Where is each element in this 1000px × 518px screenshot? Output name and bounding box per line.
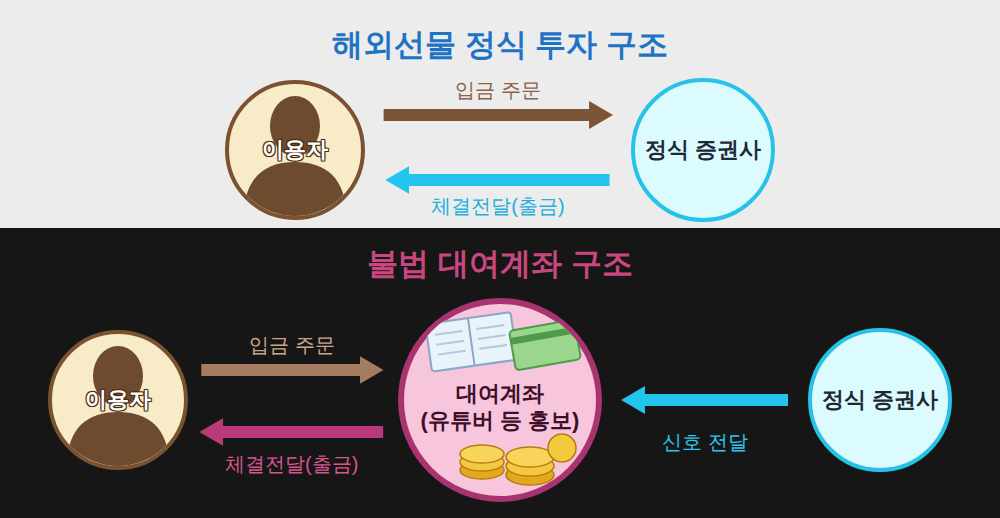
flow-arrow <box>222 426 383 438</box>
node-text: 이용자 <box>85 386 151 414</box>
circle-shape <box>401 301 599 499</box>
heading-text: 해외선물 정식 투자 구조 <box>332 27 668 62</box>
circle-node: 정식 증권사 <box>808 328 952 472</box>
flow-arrow <box>384 109 590 121</box>
circle-node: 정식 증권사 <box>631 78 775 222</box>
circle-node: 대여계좌(유튜버 등 홍보) <box>398 298 602 502</box>
node-text: 이용자 <box>262 136 328 164</box>
circle-shape <box>633 80 773 220</box>
edge-label: 입금 주문 <box>249 334 335 356</box>
person-silhouette <box>243 96 347 222</box>
circle-shape <box>227 82 363 218</box>
flow-arrow <box>201 364 360 376</box>
edge-label-box: 입금 주문 <box>249 332 335 359</box>
person-silhouette <box>66 346 170 472</box>
edge-label-box: 신호 전달 <box>662 429 748 456</box>
node-text: 대여계좌 <box>456 380 544 408</box>
ledger-and-coins <box>425 312 581 485</box>
edge-label: 체결전달(출금) <box>431 195 564 217</box>
circle-node: 이용자 <box>225 80 365 220</box>
edge-label-box: 체결전달(출금) <box>225 451 358 478</box>
circle-shape <box>810 330 950 470</box>
section-heading: 불법 대여계좌 구조 <box>0 243 1000 285</box>
edge-label: 신호 전달 <box>662 431 748 453</box>
circle-node: 이용자 <box>48 330 188 470</box>
edge-label-box: 체결전달(출금) <box>431 193 564 220</box>
circle-shape <box>50 332 186 468</box>
section-heading: 해외선물 정식 투자 구조 <box>0 24 1000 66</box>
node-text: 정식 증권사 <box>645 136 761 164</box>
flow-arrow <box>408 174 609 186</box>
edge-label-box: 입금 주문 <box>455 77 541 104</box>
flow-arrow <box>644 394 788 406</box>
node-text: 정식 증권사 <box>822 386 938 414</box>
heading-text: 불법 대여계좌 구조 <box>367 246 632 281</box>
node-text: (유튜버 등 홍보) <box>421 407 580 435</box>
edge-label: 입금 주문 <box>455 79 541 101</box>
edge-label: 체결전달(출금) <box>225 453 358 475</box>
